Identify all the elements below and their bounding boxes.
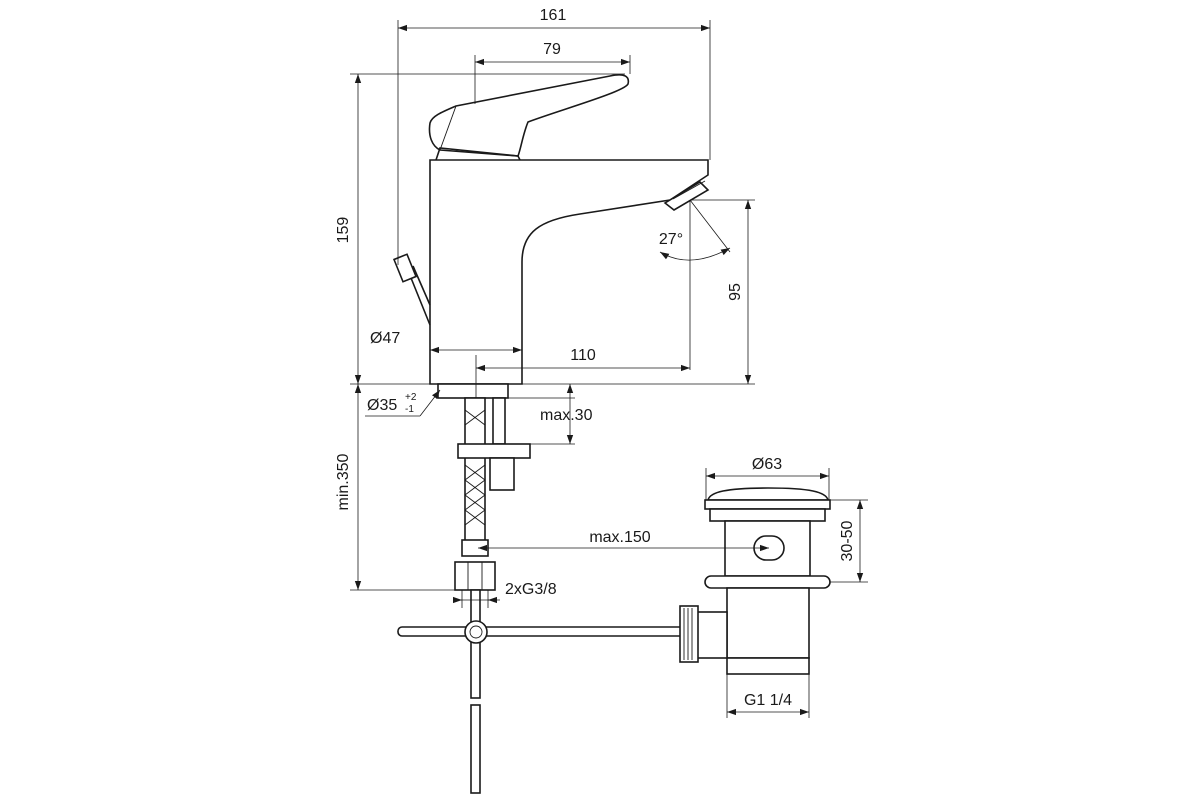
dimension-lines [350, 20, 868, 718]
dim-waste-diameter: Ø63 [752, 456, 782, 473]
faucet-body [392, 74, 710, 399]
dim-overall-height: 159 [335, 217, 352, 244]
dim-min-hose-length: min.350 [335, 453, 352, 510]
dim-waste-height: 30-50 [839, 520, 856, 561]
supply-hoses [454, 397, 531, 591]
pull-rod [397, 589, 699, 794]
dim-waste-thread: G1 1/4 [744, 692, 792, 709]
dim-hole-tol-lower: -1 [405, 404, 414, 415]
dim-hole-diameter: Ø35 [367, 397, 397, 414]
dimension-labels: 161 79 159 95 27° Ø47 110 Ø35 +2 -1 max.… [335, 7, 856, 709]
dim-lever-width: 79 [543, 41, 561, 58]
dim-max-deck-thickness: max.30 [540, 407, 593, 424]
dim-spout-angle: 27° [659, 231, 683, 248]
dim-overall-width: 161 [540, 7, 567, 24]
dim-hose-thread: 2xG3/8 [505, 581, 557, 598]
waste-valve [679, 487, 831, 675]
dim-hole-tol-upper: +2 [405, 392, 417, 403]
dim-rod-length: max.150 [589, 529, 650, 546]
dim-spout-reach: 110 [570, 347, 596, 364]
dim-body-diameter: Ø47 [370, 330, 400, 347]
dim-spout-height: 95 [727, 283, 744, 301]
